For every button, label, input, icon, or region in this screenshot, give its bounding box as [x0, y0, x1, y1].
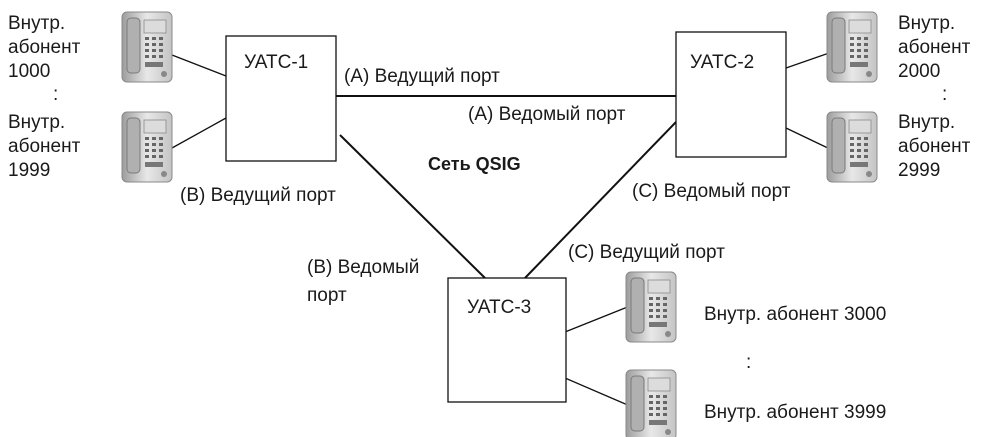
pbx-1-box: УАТС-1 [225, 35, 337, 162]
pbx2-ellipsis: : [942, 84, 947, 105]
pbx-1-label: УАТС-1 [244, 52, 308, 73]
pbx1-ext-first-line1: Внутр. [8, 13, 65, 34]
phone-icon [121, 11, 173, 83]
network-label: Сеть QSIG [428, 154, 521, 174]
phone-icon [625, 271, 677, 343]
pbx-3-label: УАТС-3 [467, 297, 531, 318]
phone-icon [826, 111, 878, 183]
pbx1-ext-first-line3: 1000 [8, 61, 50, 82]
pbx2-ext-last-line2: абонент [898, 136, 971, 157]
pbx1-ext-first-line2: абонент [8, 37, 81, 58]
extension-line [564, 305, 631, 333]
pbx-2-box: УАТС-2 [675, 31, 787, 158]
port-c-master-label: (C) Ведущий порт [568, 242, 725, 263]
pbx2-ext-first-line1: Внутр. [898, 13, 955, 34]
phone-icon [121, 111, 173, 183]
pbx1-ext-last-line3: 1999 [8, 160, 50, 181]
pbx3-ext-first: Внутр. абонент 3000 [704, 304, 886, 325]
trunk-line-b [339, 134, 486, 279]
port-b-slave-label-line2: порт [307, 285, 347, 306]
extension-line [171, 117, 227, 149]
pbx1-ellipsis: : [53, 84, 58, 105]
extension-line [564, 377, 631, 407]
port-b-slave-label-line1: (B) Ведомый [307, 257, 419, 278]
port-a-master-label: (A) Ведущий порт [344, 66, 500, 87]
pbx1-ext-last-line1: Внутр. [8, 112, 65, 133]
phone-icon [625, 369, 677, 437]
port-c-slave-label: (C) Ведомый порт [632, 181, 791, 202]
pbx2-ext-first-line3: 2000 [898, 61, 940, 82]
pbx2-ext-first-line2: абонент [898, 37, 971, 58]
pbx2-ext-last-line1: Внутр. [898, 112, 955, 133]
extension-line [785, 127, 833, 151]
pbx-3-box: УАТС-3 [447, 277, 567, 403]
port-b-master-label: (B) Ведущий порт [180, 185, 336, 206]
pbx1-ext-last-line2: абонент [8, 136, 81, 157]
pbx-2-label: УАТС-2 [690, 52, 754, 73]
phone-icon [826, 11, 878, 83]
trunk-line-c [524, 121, 677, 279]
port-a-slave-label: (A) Ведомый порт [468, 104, 626, 125]
pbx2-ext-last-line3: 2999 [898, 160, 940, 181]
pbx3-ext-last: Внутр. абонент 3999 [704, 402, 886, 423]
extension-line [785, 51, 833, 69]
pbx3-ellipsis: : [746, 352, 751, 373]
extension-line [171, 54, 227, 77]
